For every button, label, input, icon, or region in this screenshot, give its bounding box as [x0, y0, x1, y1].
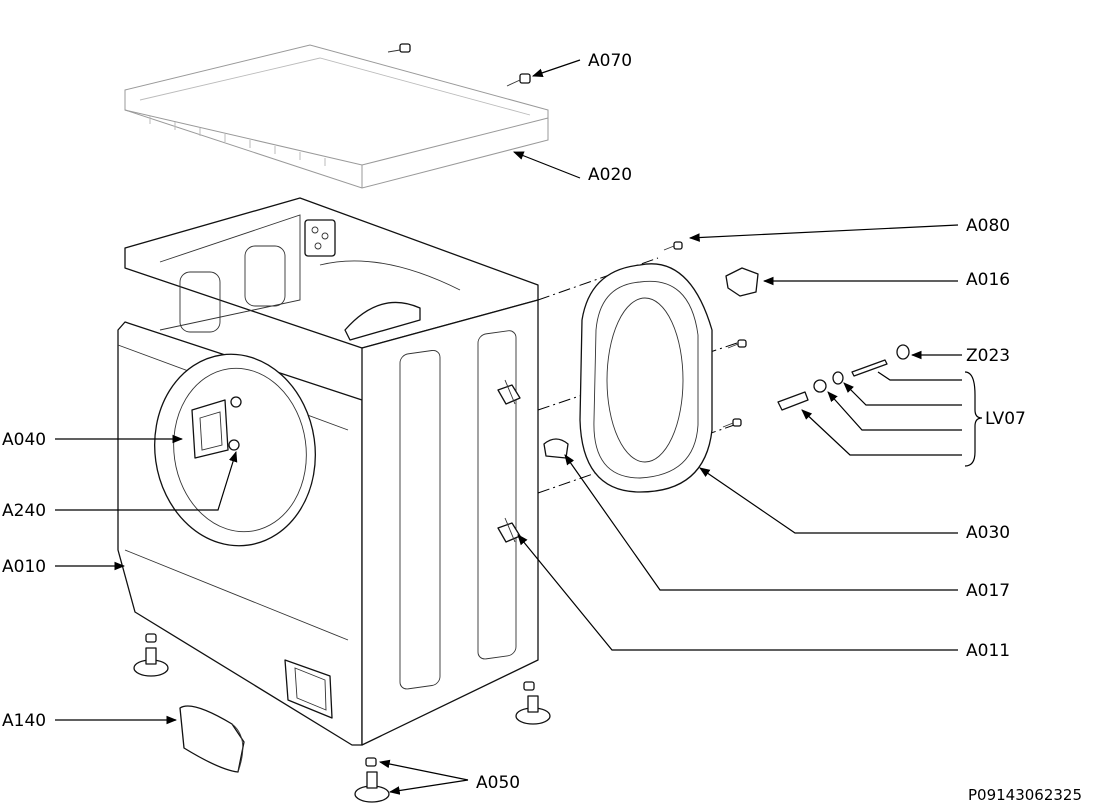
- label-a050: A050: [476, 773, 520, 793]
- adjustable-foot: [515, 681, 551, 725]
- top-screw: [506, 73, 531, 87]
- label-a070: A070: [588, 51, 632, 71]
- hinge-kit-parts: [777, 344, 910, 411]
- plinth-cover-part: [179, 705, 245, 773]
- latch-part: [543, 438, 569, 459]
- label-z023: Z023: [966, 346, 1010, 366]
- leader-lines: [55, 59, 962, 795]
- cover-screw: [663, 241, 683, 251]
- top-lid-part: [124, 44, 549, 189]
- cover-screw: [722, 418, 742, 428]
- label-lv07: LV07: [985, 409, 1026, 429]
- label-a140: A140: [2, 711, 46, 731]
- rear-cover-part: [579, 263, 713, 493]
- label-a016: A016: [966, 270, 1010, 290]
- label-a011: A011: [966, 641, 1010, 661]
- adjustable-foot: [133, 633, 169, 677]
- label-a030: A030: [966, 523, 1010, 543]
- label-a080: A080: [966, 216, 1010, 236]
- cabinet-body-part: [117, 197, 539, 746]
- adjustable-foot: [354, 757, 390, 803]
- label-a020: A020: [588, 165, 632, 185]
- top-screw: [387, 43, 411, 53]
- label-a017: A017: [966, 581, 1010, 601]
- label-a240: A240: [2, 501, 46, 521]
- label-a010: A010: [2, 557, 46, 577]
- drawing-code: P09143062325: [968, 786, 1082, 804]
- clip-part: [725, 267, 759, 297]
- label-a040: A040: [2, 430, 46, 450]
- cover-screw: [727, 339, 747, 349]
- side-hinge-clip: [497, 379, 521, 405]
